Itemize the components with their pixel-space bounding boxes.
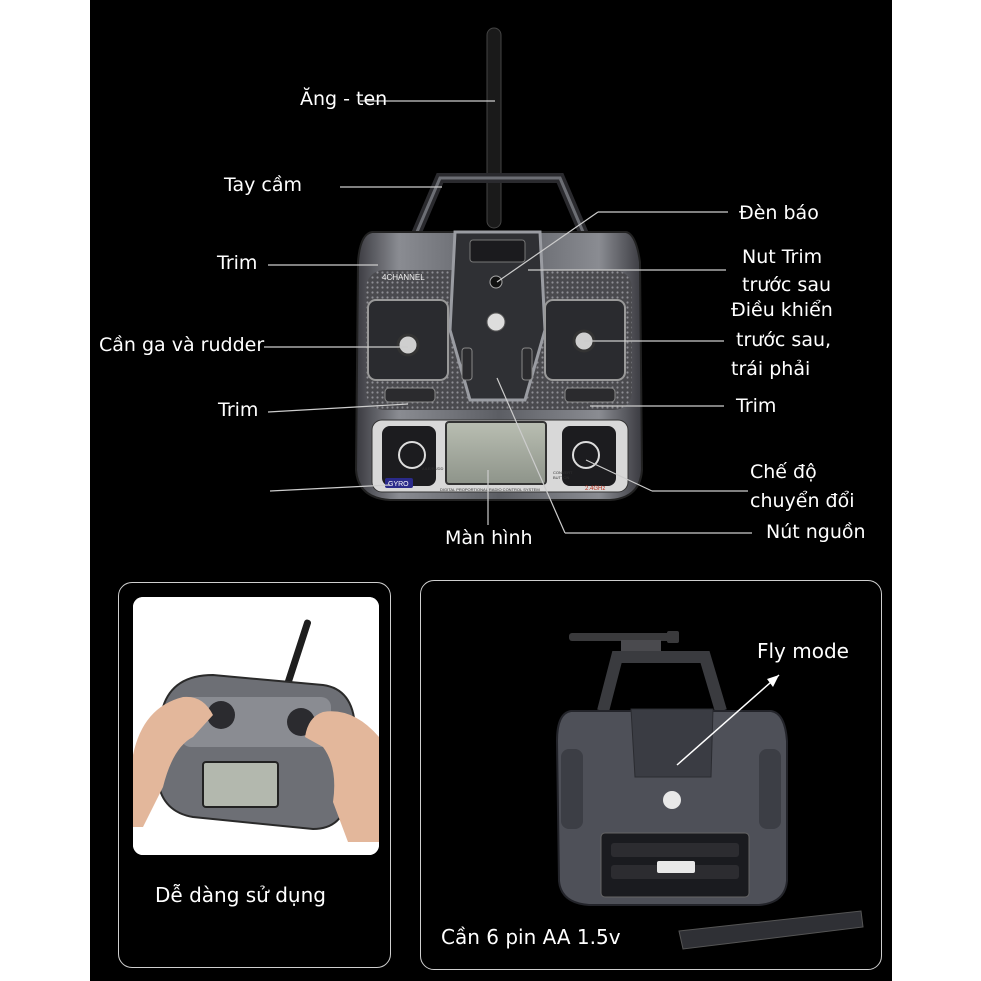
leader-lines <box>264 100 752 534</box>
label-trim-fb-line2: trước sau <box>742 274 831 296</box>
label-antenna: Ăng - ten <box>300 88 388 110</box>
caption-easy-use: Dễ dàng sử dụng <box>155 883 326 907</box>
device-channel-text: 4CHANNEL <box>382 273 425 282</box>
easy-use-panel: Dễ dàng sử dụng <box>118 582 391 968</box>
right-trim <box>564 387 616 403</box>
caption-battery: Cần 6 pin AA 1.5v <box>441 925 621 949</box>
label-control-line2: trước sau, <box>736 329 832 351</box>
label-mode-line2: chuyển đổi <box>750 490 855 512</box>
label-control-line3: trái phải <box>731 358 811 380</box>
label-throttle-rudder: Cần ga và rudder <box>99 334 265 356</box>
left-stick <box>367 299 449 381</box>
label-control-line1: Điều khiển <box>731 299 833 321</box>
aile-rudd-button <box>398 441 426 469</box>
transmitter-front-diagram: 4CHANNEL GYRO AILE/RUDD CONVERT BUTTON D… <box>264 27 752 534</box>
device-button-text: BUTTON <box>553 475 569 480</box>
label-power: Nút nguồn <box>766 521 866 543</box>
device-ailrudd-text: AILE/RUDD <box>422 466 443 471</box>
label-handle: Tay cầm <box>224 174 302 196</box>
device-freq-text: 2.4GHz <box>585 486 605 492</box>
transmitter-back-diagram <box>555 631 864 950</box>
battery-cover <box>678 910 864 950</box>
label-fly-mode: Fly mode <box>757 639 849 663</box>
label-trim-left-top: Trim <box>217 252 258 274</box>
indicator-light <box>489 275 503 289</box>
device-convert-text: CONVERT <box>553 470 573 475</box>
label-trim-fb-line1: Nut Trim <box>742 246 823 268</box>
hands-photo <box>133 597 379 855</box>
label-mode-line1: Chế độ <box>750 461 817 483</box>
antenna <box>486 27 502 229</box>
left-trim <box>384 387 436 403</box>
device-system-text: DIGITAL PROPORTIONAL RADIO CONTROL SYSTE… <box>440 487 540 492</box>
convert-button <box>572 441 600 469</box>
lcd-screen <box>445 421 547 485</box>
battery-panel: Fly mode Cần 6 pin AA 1.5v <box>420 580 882 970</box>
label-screen: Màn hình <box>445 527 533 549</box>
right-stick <box>544 299 626 381</box>
label-indicator: Đèn báo <box>739 202 819 224</box>
device-gyro-text: GYRO <box>388 481 409 488</box>
label-trim-right: Trim <box>736 395 777 417</box>
label-trim-left-bottom: Trim <box>218 399 259 421</box>
